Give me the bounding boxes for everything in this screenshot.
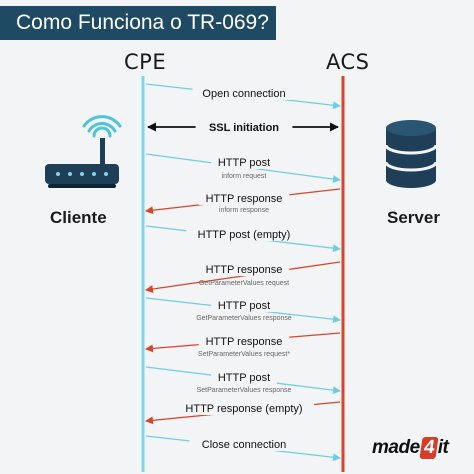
server-label: Server [387, 208, 440, 227]
message-label-http-response-empty: HTTP response (empty) [185, 403, 302, 415]
message-sublabel-inform-request: inform request [222, 173, 267, 180]
page-title: Como Funciona o TR-069? [0, 6, 276, 40]
label-bg-http-response-empty [173, 402, 315, 415]
acs-lifeline-label: ACS [326, 50, 370, 74]
message-sublabel-inform-response: inform response [219, 207, 269, 214]
message-sublabel-setparametervalues-request: SetParameterValues request* [198, 351, 290, 358]
message-label-close-connection: Close connection [202, 439, 286, 451]
message-sublabel-setparametervalues-response: SetParameterValues response [197, 387, 292, 394]
message-label-inform-response: HTTP response [206, 193, 283, 205]
label-bg-ssl-initiation [195, 121, 293, 134]
message-label-setparametervalues-request: HTTP response [206, 336, 283, 348]
label-bg-setparametervalues-response [211, 371, 277, 384]
label-bg-close-connection [189, 438, 299, 451]
cpe-lifeline-label: CPE [124, 50, 167, 74]
message-label-http-post-empty: HTTP post (empty) [198, 229, 291, 241]
message-sublabel-getparametervalues-request: GetParameterValues request [199, 280, 289, 287]
message-label-getparametervalues-request: HTTP response [206, 264, 283, 276]
label-bg-getparametervalues-request [198, 263, 290, 276]
label-bg-open-connection [192, 87, 296, 100]
message-label-getparametervalues-response: HTTP post [218, 300, 270, 312]
router-icon [45, 115, 122, 188]
label-bg-inform-response [198, 192, 290, 205]
message-label-ssl-initiation: SSL initiation [209, 122, 279, 134]
message-sublabel-getparametervalues-response: GetParameterValues response [196, 315, 292, 322]
label-bg-setparametervalues-request [198, 335, 290, 348]
message-label-open-connection: Open connection [202, 88, 285, 100]
label-bg-inform-request [211, 156, 277, 169]
message-label-inform-request: HTTP post [218, 157, 270, 169]
database-icon [384, 120, 438, 188]
message-label-setparametervalues-response: HTTP post [218, 372, 270, 384]
label-bg-getparametervalues-response [211, 299, 277, 312]
client-label: Cliente [50, 208, 107, 227]
label-bg-http-post-empty [186, 228, 302, 241]
